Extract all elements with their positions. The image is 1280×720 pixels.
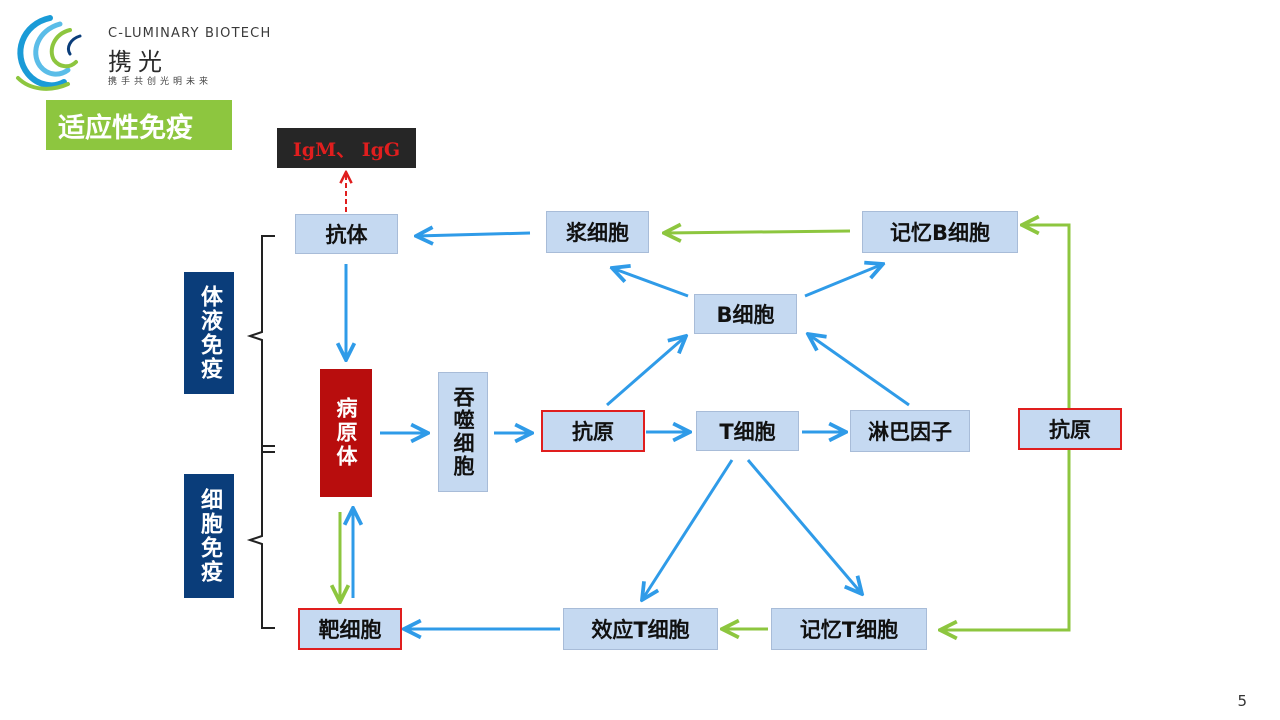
cellular-immunity-label: 细胞免疫 [184, 474, 234, 598]
memory-t-cell-node: 记忆T细胞 [771, 608, 927, 650]
tcell-to-effector-arrow [642, 459, 734, 600]
phagocyte-node: 吞噬细胞 [438, 372, 488, 492]
page-number: 5 [1237, 692, 1247, 710]
immunoglobulin-box: IgM、 IgG [277, 128, 416, 168]
bcell-to-memoryb-arrow [804, 264, 883, 298]
effector-t-cell-node: 效应T细胞 [563, 608, 718, 650]
plasma-to-antibody-arrow [416, 233, 531, 236]
memoryb-to-plasma-arrow [664, 231, 851, 233]
humoral-bracket [246, 235, 275, 453]
b-cell-node: B细胞 [694, 294, 797, 334]
plasma-cell-node: 浆细胞 [546, 211, 649, 253]
antigen-left-node: 抗原 [541, 410, 645, 452]
swirl-logo-icon [16, 15, 82, 91]
brand-english-name: C-LUMINARY BIOTECH [108, 26, 272, 41]
bcell-to-plasma-arrow [612, 268, 689, 298]
t-cell-node: T细胞 [696, 411, 799, 451]
pathogen-node: 病原体 [320, 369, 372, 497]
antigen-right-node: 抗原 [1018, 408, 1122, 450]
antigen-to-memoryb-arrow [1022, 225, 1071, 408]
brand-chinese-name: 携光 [108, 48, 168, 76]
memory-b-cell-node: 记忆B细胞 [862, 211, 1018, 253]
lymphokine-to-bcell-arrow [808, 334, 910, 407]
tcell-to-memoryt-arrow [746, 459, 862, 594]
humoral-immunity-label: 体液免疫 [184, 272, 234, 394]
lymphokine-node: 淋巴因子 [850, 410, 970, 452]
slide-title: 适应性免疫 [46, 100, 232, 150]
antibody-node: 抗体 [295, 214, 398, 254]
cellular-bracket [246, 445, 275, 629]
company-logo: C-LUMINARY BIOTECH 携光 携手共创光明未来 [10, 12, 300, 92]
target-cell-node: 靶细胞 [298, 608, 402, 650]
brand-slogan: 携手共创光明未来 [108, 77, 213, 87]
antigen-to-memoryt-arrow [940, 450, 1071, 630]
antigen-to-bcell-arrow [606, 336, 686, 407]
